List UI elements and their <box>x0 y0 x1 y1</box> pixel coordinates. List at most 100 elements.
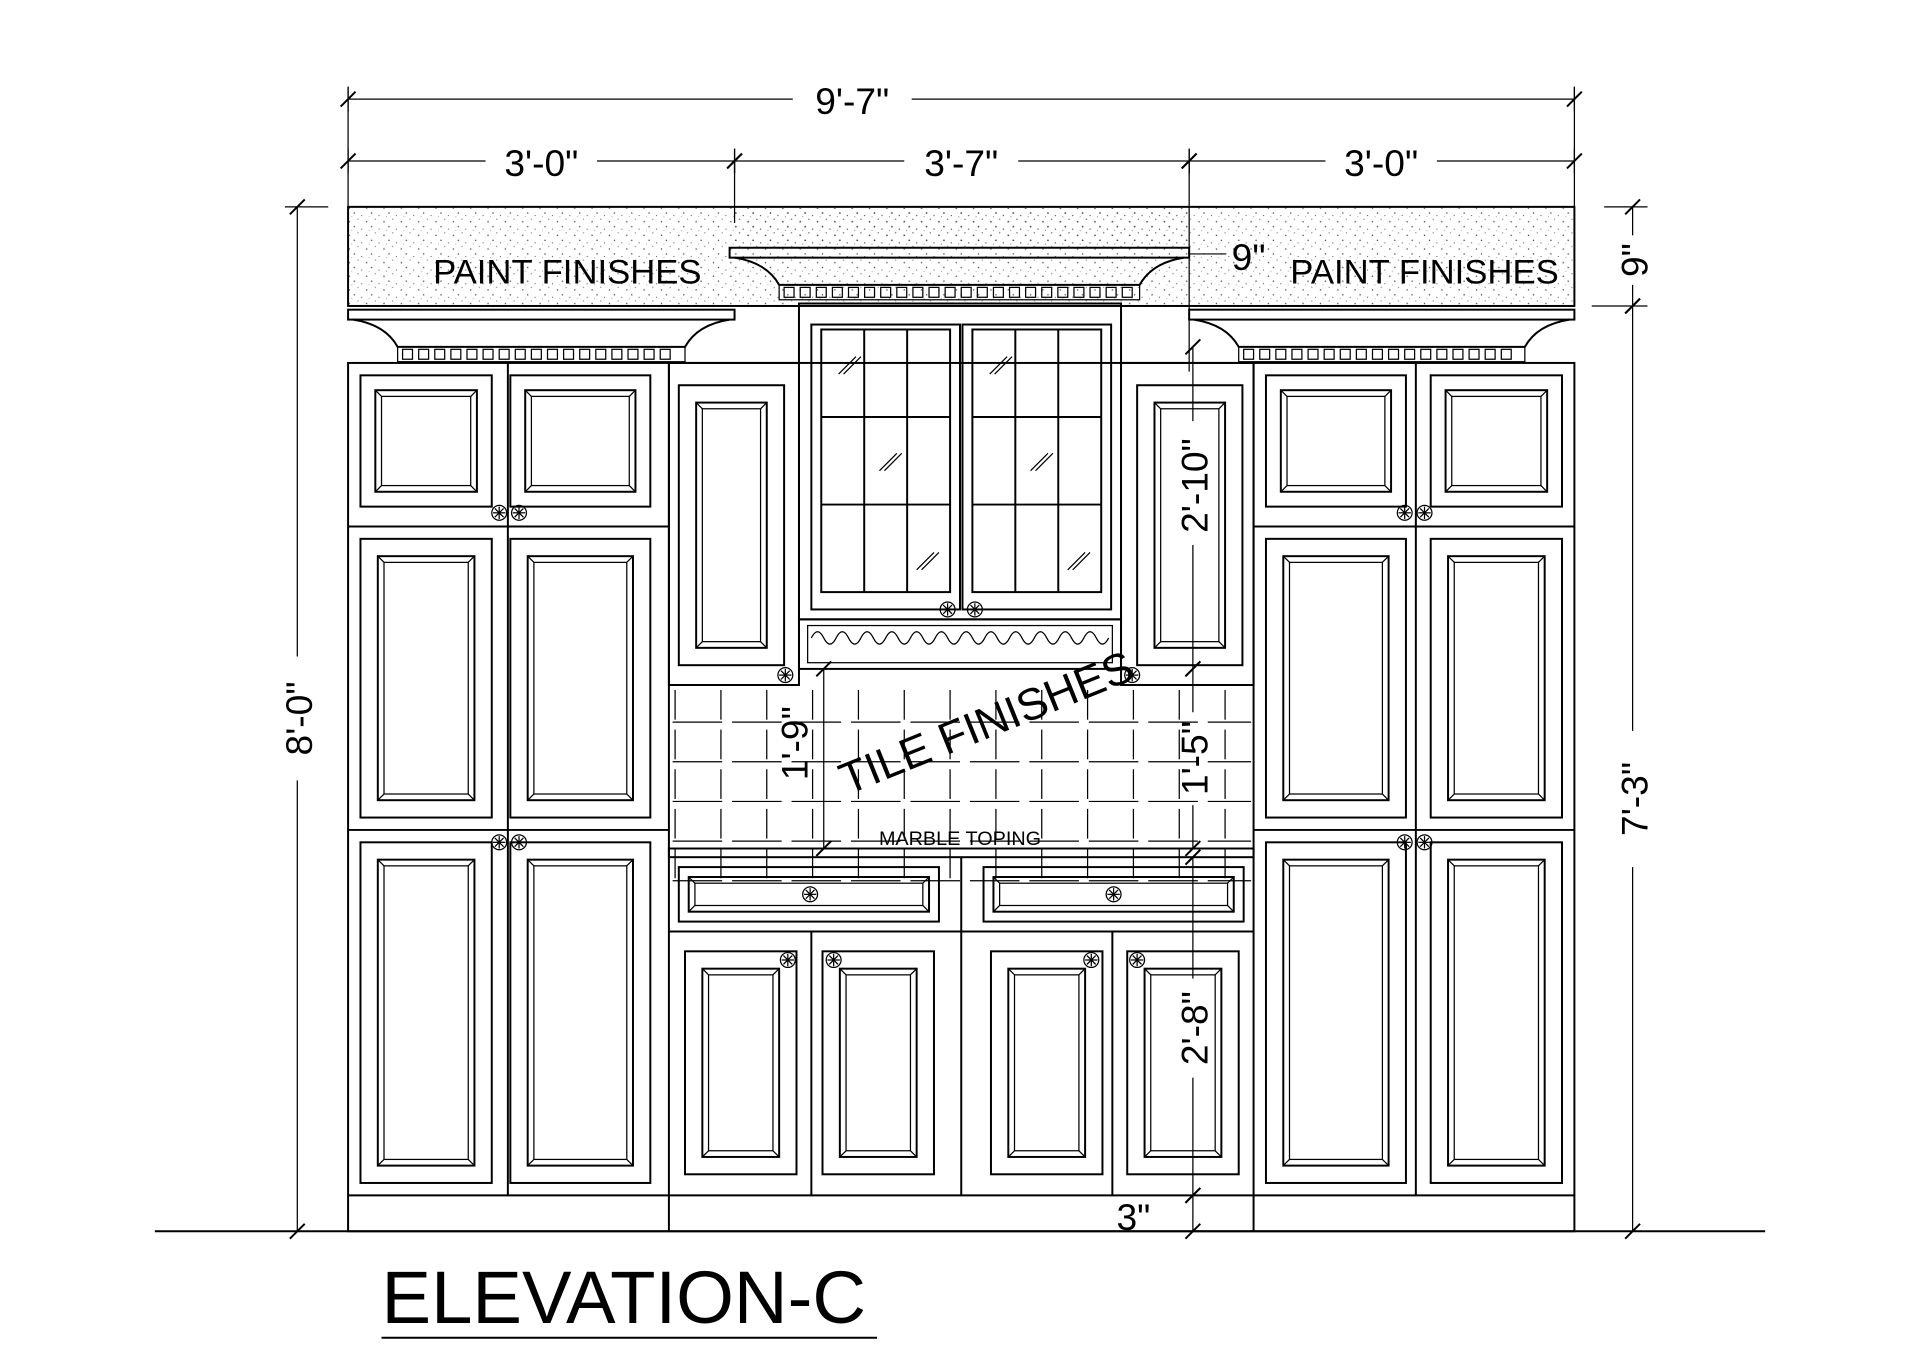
dentil <box>482 348 494 360</box>
line <box>1447 1158 1455 1167</box>
line <box>1007 1150 1015 1158</box>
cabinet-door <box>1136 384 1244 667</box>
door-frame <box>989 950 1104 1176</box>
knob-circle <box>1105 886 1122 903</box>
dentil <box>562 348 575 360</box>
cabinet-door <box>509 537 652 819</box>
dim-tick <box>1184 849 1202 866</box>
dentil <box>1291 348 1303 360</box>
dentil <box>595 348 607 360</box>
knob-icon <box>1124 667 1141 684</box>
knob-spoke <box>783 955 793 965</box>
knob-icon <box>1129 951 1146 969</box>
dentil <box>530 348 542 360</box>
glass-hatch <box>838 356 857 375</box>
knob-spoke <box>1399 508 1410 518</box>
dentil-band <box>778 284 1141 301</box>
knob-spoke <box>1132 955 1142 965</box>
dentil <box>498 348 510 360</box>
door-raised-panel <box>530 395 630 487</box>
knob-spoke <box>1399 837 1410 848</box>
dentil <box>643 348 655 360</box>
line <box>701 1150 709 1158</box>
door-panel <box>1143 967 1223 1158</box>
dentil <box>1243 348 1255 360</box>
tile-finishes-label: TILE FINISHES <box>833 642 1141 804</box>
dim-tick <box>289 1223 306 1240</box>
dentil <box>1041 286 1053 298</box>
door-frame <box>359 537 493 819</box>
glass-door <box>961 323 1113 611</box>
line <box>626 793 634 801</box>
door-panel <box>1447 858 1546 1167</box>
knob-icon <box>1083 951 1100 969</box>
dim-tick <box>1184 660 1202 678</box>
line <box>377 555 385 563</box>
line <box>1227 905 1235 913</box>
line <box>467 555 475 563</box>
paint-finishes-left-label: PAINT FINISHES <box>433 254 701 292</box>
tile-backsplash <box>672 689 1252 882</box>
line <box>1154 641 1162 649</box>
door-raised-panel <box>383 865 469 1161</box>
valance-scallop <box>810 631 1110 645</box>
door-panel <box>1153 401 1227 649</box>
line <box>628 389 636 397</box>
knob-spoke <box>780 670 791 680</box>
cabinet-door <box>1264 537 1407 819</box>
line <box>1214 968 1222 976</box>
line <box>377 1158 385 1167</box>
cabinet-door <box>1429 537 1564 819</box>
dentil <box>1500 348 1512 360</box>
door-panel <box>376 555 476 802</box>
knob-icon <box>1396 834 1413 851</box>
door-raised-panel <box>845 974 912 1152</box>
knob-icon <box>939 601 956 618</box>
line <box>524 485 532 493</box>
door-raised-panel <box>999 882 1229 907</box>
dentil <box>944 286 956 298</box>
dim-center-width: 3'-7" <box>924 142 998 184</box>
dentil <box>1323 348 1335 360</box>
line <box>1144 1150 1152 1158</box>
door-raised-panel <box>1288 561 1384 795</box>
dentil <box>659 348 671 360</box>
cabinet-door <box>1429 374 1564 508</box>
dentil <box>831 286 843 298</box>
line <box>695 402 703 410</box>
dentil <box>418 348 430 360</box>
line <box>910 968 918 976</box>
cabinet-door <box>1264 841 1407 1184</box>
dim-crown-right: 9" <box>1613 243 1655 277</box>
dentil-band <box>1238 346 1526 363</box>
dim-crown-center: 9" <box>1232 236 1266 278</box>
line <box>527 793 535 801</box>
dentil <box>815 286 827 298</box>
line <box>1447 793 1455 801</box>
dentil <box>1420 348 1432 360</box>
dentil <box>880 286 892 298</box>
dentil <box>1436 348 1448 360</box>
line <box>1282 1158 1290 1167</box>
line <box>1007 968 1015 976</box>
line <box>1214 1150 1222 1158</box>
door-panel <box>695 401 768 649</box>
knob-circle <box>966 601 983 618</box>
dim-base-cabinet: 2'-8" <box>1174 991 1216 1065</box>
line <box>1384 485 1392 493</box>
valance-frame <box>797 618 1123 670</box>
knob-circle <box>825 951 842 969</box>
line <box>910 1150 918 1158</box>
dim-toe-kick: 3" <box>1116 1196 1150 1238</box>
door-raised-panel <box>380 395 472 487</box>
door-panel <box>374 389 478 493</box>
line <box>1218 402 1226 410</box>
line <box>467 859 475 867</box>
line <box>839 968 847 976</box>
line <box>1538 555 1546 563</box>
door-frame <box>359 841 493 1184</box>
crown-top <box>1188 308 1576 321</box>
line <box>1282 793 1290 801</box>
cabinet-door <box>677 384 786 667</box>
